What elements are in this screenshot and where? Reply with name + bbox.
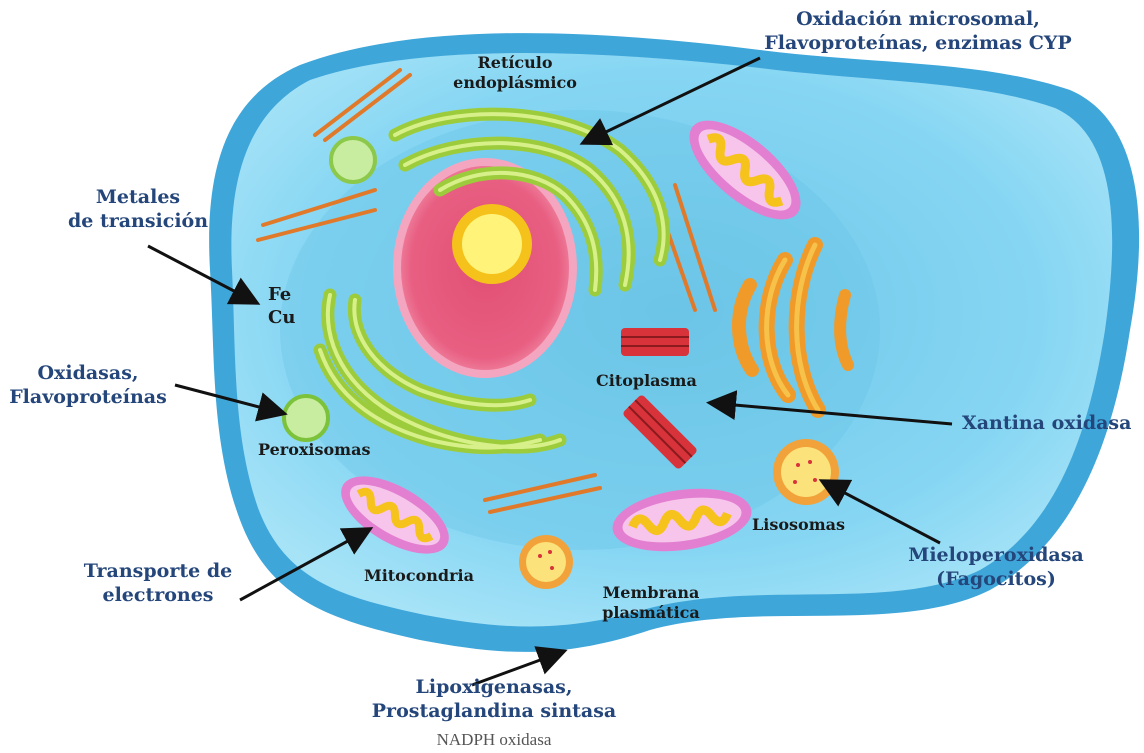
lysosome-right: [773, 439, 839, 505]
label-lisosomas: Lisosomas: [752, 515, 845, 535]
lysosome-bottom: [519, 535, 573, 589]
label-citoplasma: Citoplasma: [596, 371, 697, 391]
label-mieloperoxidasa: Mieloperoxidasa (Fagocitos): [908, 544, 1083, 592]
centriole-upper: [621, 328, 689, 356]
label-oxidacion-microsomal: Oxidación microsomal, Flavoproteínas, en…: [764, 8, 1071, 56]
label-peroxisomas: Peroxisomas: [258, 440, 370, 460]
label-reticulo-endoplasmico: Retículo endoplásmico: [453, 53, 577, 93]
label-mitocondria: Mitocondria: [364, 566, 474, 586]
label-nadph-oxidasa: NADPH oxidasa: [437, 729, 552, 750]
label-membrana-plasmatica: Membrana plasmática: [602, 583, 700, 623]
label-fe-cu: Fe Cu: [268, 284, 295, 329]
label-transporte-electrones: Transporte de electrones: [84, 560, 232, 608]
label-metales-transicion: Metales de transición: [68, 186, 208, 234]
label-lipoxigenasas: Lipoxigenasas, Prostaglandina sintasa: [372, 676, 616, 724]
label-xantina-oxidasa: Xantina oxidasa: [962, 412, 1131, 436]
nucleolus: [462, 214, 522, 274]
label-oxidasas: Oxidasas, Flavoproteínas: [9, 362, 167, 410]
peroxisome: [284, 396, 328, 440]
vesicle-top: [331, 138, 375, 182]
